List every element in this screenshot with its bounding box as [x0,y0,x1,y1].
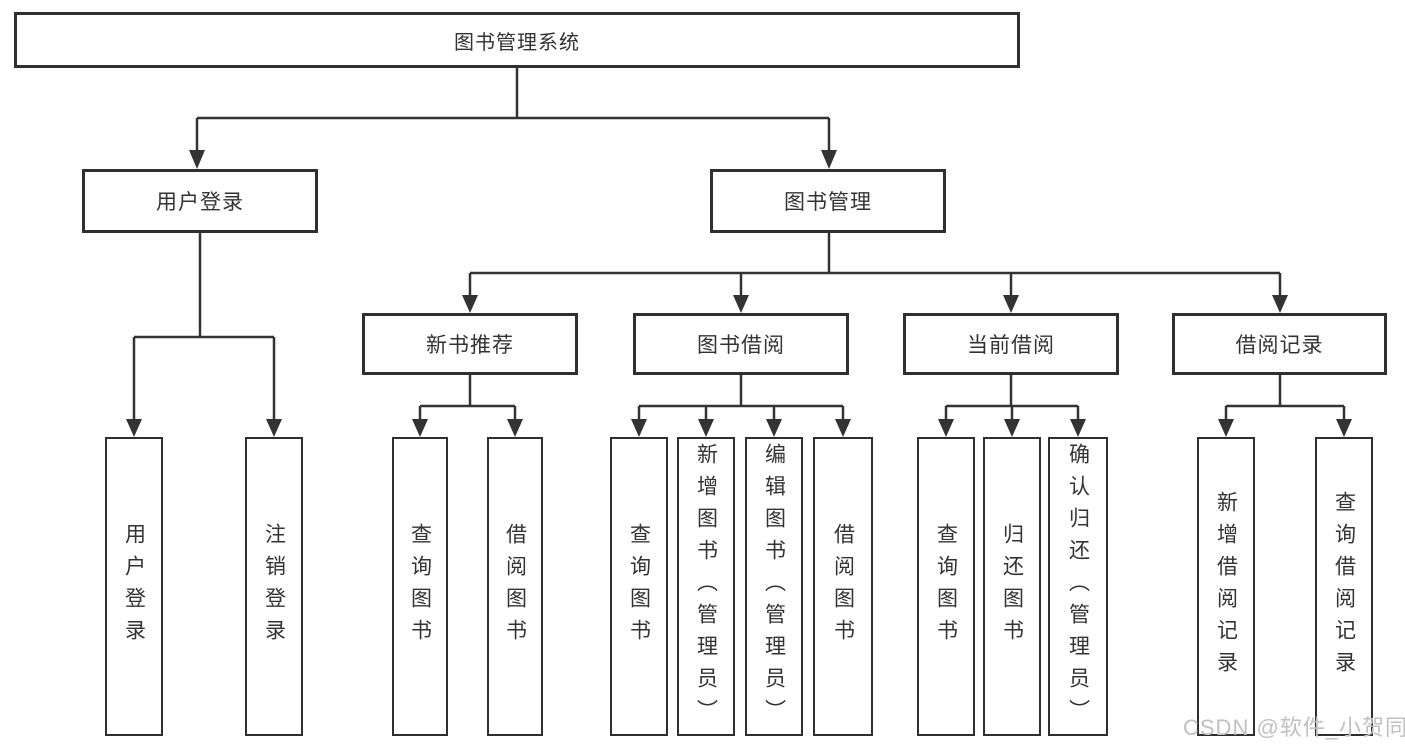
leaf-current-return: 归还图书 [983,437,1041,736]
leaf-user-login: 用户登录 [105,437,163,736]
leaf-borrow-add-admin: 新增图书（管理员） [677,437,735,736]
arrowhead-icon [1218,419,1234,437]
node-book-management: 图书管理 [710,169,946,233]
connector-line [944,374,1080,421]
arrowhead-icon [733,295,749,313]
arrowhead-icon [1070,419,1086,437]
leaf-newbook-borrow: 借阅图书 [487,437,543,736]
connector-line [132,232,276,421]
node-new-book-recommend: 新书推荐 [362,313,578,375]
leaf-label: 确认归还（管理员） [1066,442,1090,731]
connector-root-to-level2 [189,66,837,169]
connector-line [468,232,1282,297]
leaf-label: 新增借阅记录 [1214,490,1238,683]
arrowhead-icon [412,419,428,437]
arrowhead-icon [698,419,714,437]
leaf-label: 注销登录 [262,522,286,651]
connector-line [637,374,845,421]
leaf-label: 新增图书（管理员） [694,442,718,731]
node-book-borrow: 图书借阅 [633,313,849,375]
arrowhead-icon [1272,295,1288,313]
node-user-login: 用户登录 [82,169,318,233]
connector-borrow-to-leaves [631,374,851,437]
connector-management-to-level3 [462,232,1288,313]
leaf-records-query: 查询借阅记录 [1315,437,1373,736]
connector-line [195,66,831,152]
leaf-label: 编辑图书（管理员） [762,442,786,731]
node-library-system: 图书管理系统 [14,12,1020,68]
leaf-label: 归还图书 [1000,522,1024,651]
leaf-current-confirm-admin: 确认归还（管理员） [1048,437,1108,736]
arrowhead-icon [631,419,647,437]
arrowhead-icon [1336,419,1352,437]
leaf-label: 用户登录 [122,522,146,651]
connector-line [1224,374,1346,421]
connector-line [418,374,517,421]
leaf-label: 查询图书 [408,522,432,651]
leaf-label: 借阅图书 [831,522,855,651]
arrowhead-icon [507,419,523,437]
leaf-borrow-borrow: 借阅图书 [813,437,873,736]
arrowhead-icon [266,419,282,437]
arrowhead-icon [462,295,478,313]
leaf-borrow-edit-admin: 编辑图书（管理员） [745,437,803,736]
arrowhead-icon [938,419,954,437]
watermark-text: CSDN @软件_小贺同学 [1183,715,1405,740]
connector-records-to-leaves [1218,374,1352,437]
leaf-label: 查询图书 [934,522,958,651]
node-borrow-records: 借阅记录 [1172,313,1387,375]
leaf-label: 查询借阅记录 [1332,490,1356,683]
connector-current-to-leaves [938,374,1086,437]
arrowhead-icon [126,419,142,437]
leaf-current-query: 查询图书 [917,437,975,736]
arrowhead-icon [821,150,837,169]
leaf-newbook-query: 查询图书 [392,437,448,736]
arrowhead-icon [835,419,851,437]
arrowhead-icon [1003,295,1019,313]
node-current-borrow: 当前借阅 [903,313,1119,375]
leaf-borrow-query: 查询图书 [610,437,668,736]
connector-login-to-leaves [126,232,282,437]
connector-newbook-to-leaves [412,374,523,437]
leaf-logout: 注销登录 [245,437,303,736]
leaf-label: 借阅图书 [503,522,527,651]
leaf-label: 查询图书 [627,522,651,651]
arrowhead-icon [189,150,205,169]
arrowhead-icon [1004,419,1020,437]
leaf-records-add: 新增借阅记录 [1197,437,1255,736]
arrowhead-icon [766,419,782,437]
